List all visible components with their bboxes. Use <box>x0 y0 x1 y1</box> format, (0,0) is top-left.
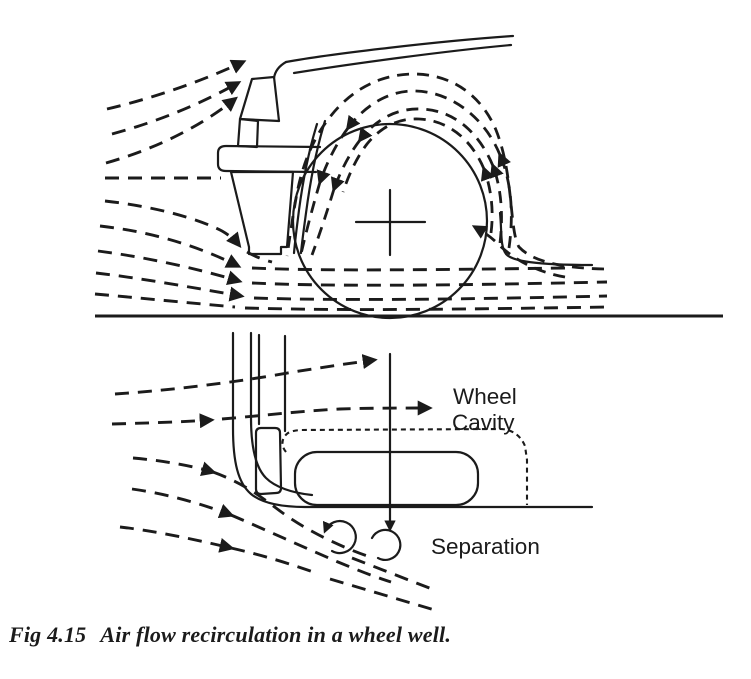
freestream-lines <box>104 59 273 264</box>
headlamp-panel <box>238 75 281 123</box>
figure-number: Fig 4.15 <box>9 622 87 647</box>
separation-label: Separation <box>431 534 540 559</box>
hood-upper-line <box>284 34 515 64</box>
bumper-inner-panel <box>254 426 283 496</box>
car-body-outline <box>216 34 594 267</box>
tire-plan-outline <box>293 450 480 507</box>
wheel-arch-front-inner <box>299 119 327 255</box>
bumper-corner-outline <box>231 331 594 509</box>
vortex-icon <box>322 519 357 555</box>
wheel-cavity-label-line1: Wheel <box>453 384 517 409</box>
hood-lower-line <box>292 43 513 75</box>
side-view-diagram <box>94 34 723 320</box>
vortex-icon <box>370 528 402 561</box>
separation-vortices <box>322 519 402 561</box>
wheel-cavity-label-line2: Cavity <box>452 410 515 435</box>
hood-front-corner <box>272 60 288 80</box>
figure-caption: Fig 4.15 Air flow recirculation in a whee… <box>9 622 709 648</box>
plan-view-labels: Wheel Cavity Separation <box>431 384 540 559</box>
air-dam <box>229 170 295 256</box>
tire <box>291 122 489 320</box>
underbody-lines <box>94 224 608 311</box>
plan-view-diagram: Wheel Cavity Separation <box>111 331 594 613</box>
front-bumper <box>216 144 322 174</box>
wheel-center-cross-icon <box>354 188 427 257</box>
recirculation-arcs <box>285 72 605 279</box>
plan-streamlines <box>111 352 439 613</box>
grille-stub <box>236 117 260 149</box>
wheel-cavity-boundary <box>281 427 529 505</box>
wheel-arch-rear-and-rocker <box>498 211 594 267</box>
figure-caption-text: Air flow recirculation in a wheel well. <box>100 622 452 647</box>
